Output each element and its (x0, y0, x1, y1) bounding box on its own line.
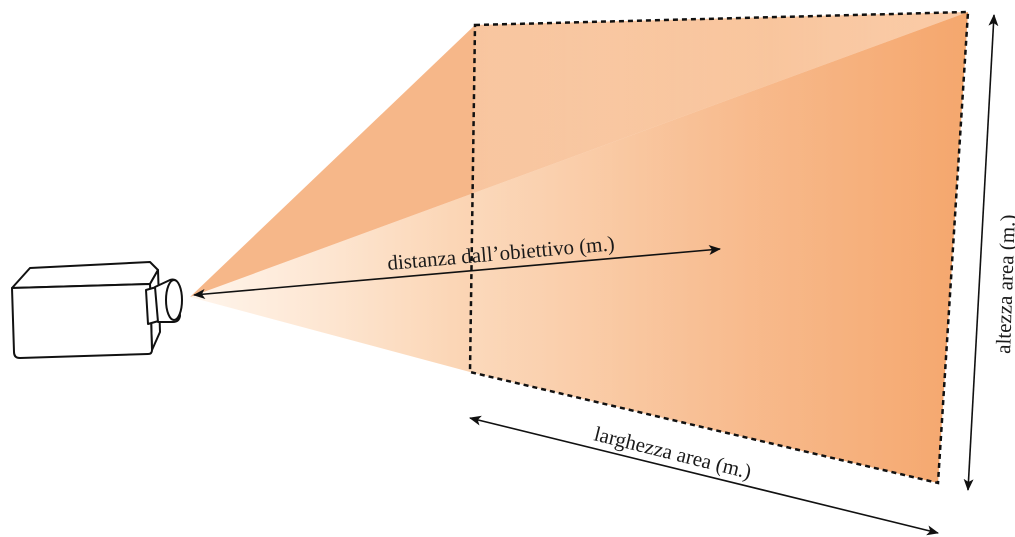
width-arrow (469, 415, 939, 536)
height-arrow (963, 14, 999, 491)
distance-arrow (193, 244, 721, 300)
projector-icon (11, 261, 183, 359)
height-label: altezza area (m.) (991, 214, 1015, 354)
